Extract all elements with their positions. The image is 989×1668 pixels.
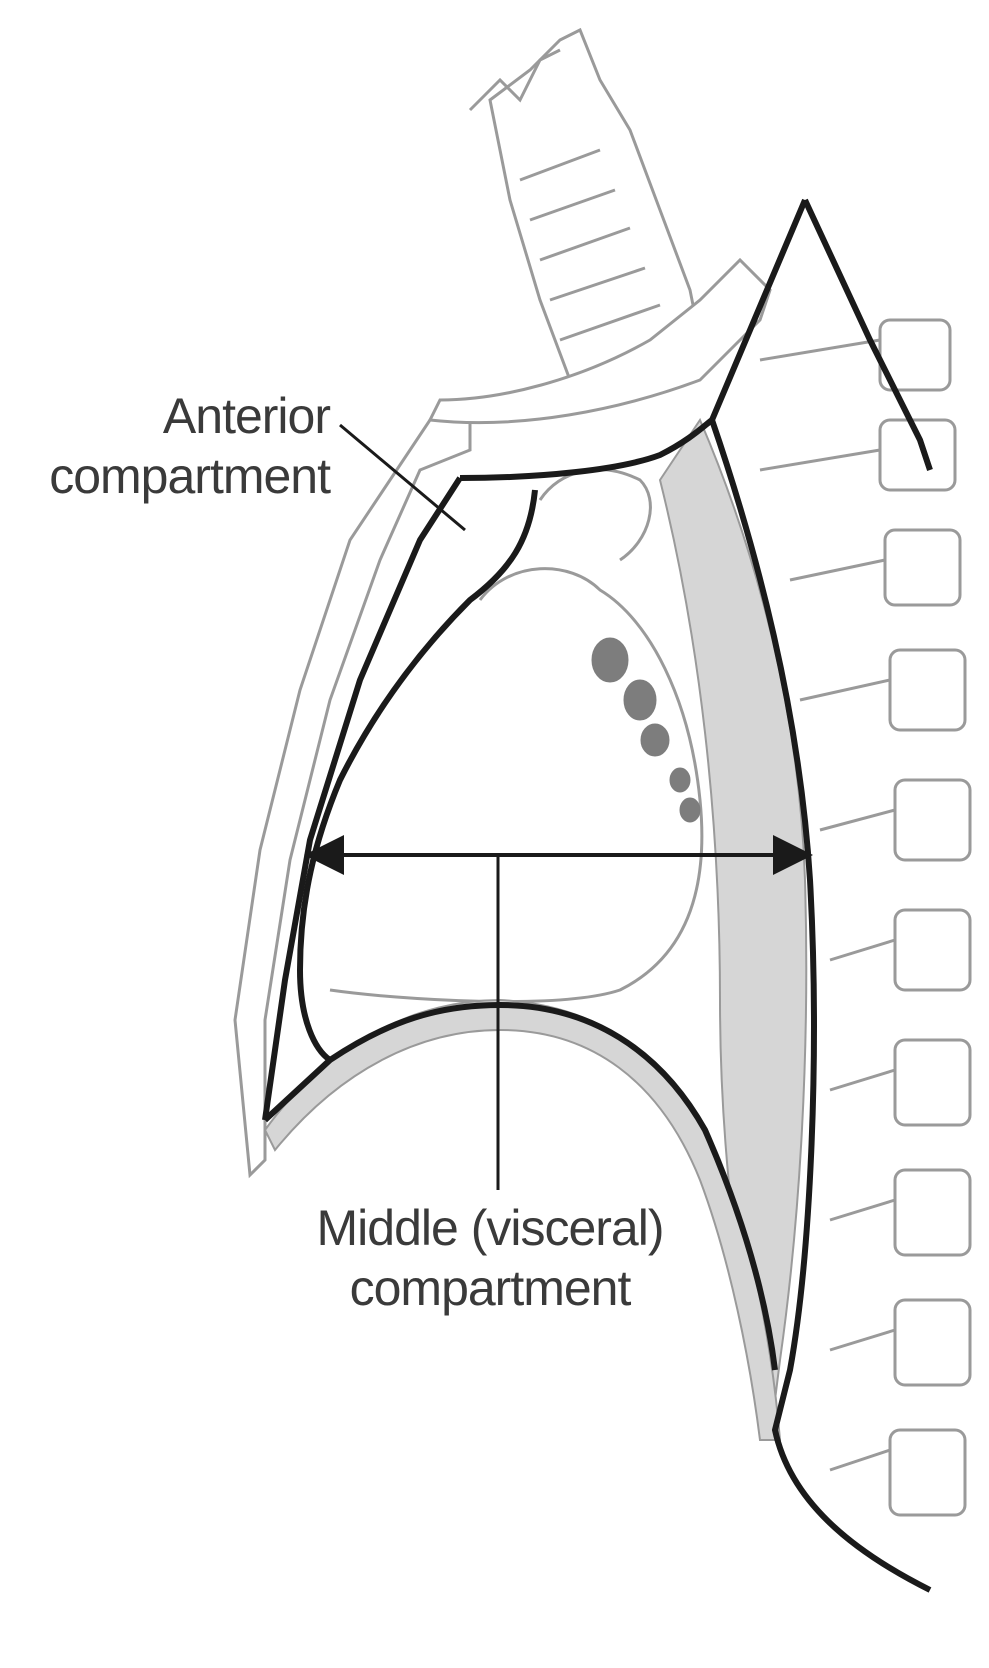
anterior-label-line1: Anterior — [30, 386, 330, 446]
anterior-compartment-label: Anterior compartment — [30, 386, 330, 506]
middle-label-line2: compartment — [280, 1258, 700, 1318]
anterior-leader-line — [340, 425, 465, 530]
middle-label-line1: Middle (visceral) — [280, 1198, 700, 1258]
great-vessels — [592, 638, 700, 822]
anterior-label-line2: compartment — [30, 446, 330, 506]
middle-compartment-label: Middle (visceral) compartment — [280, 1198, 700, 1318]
